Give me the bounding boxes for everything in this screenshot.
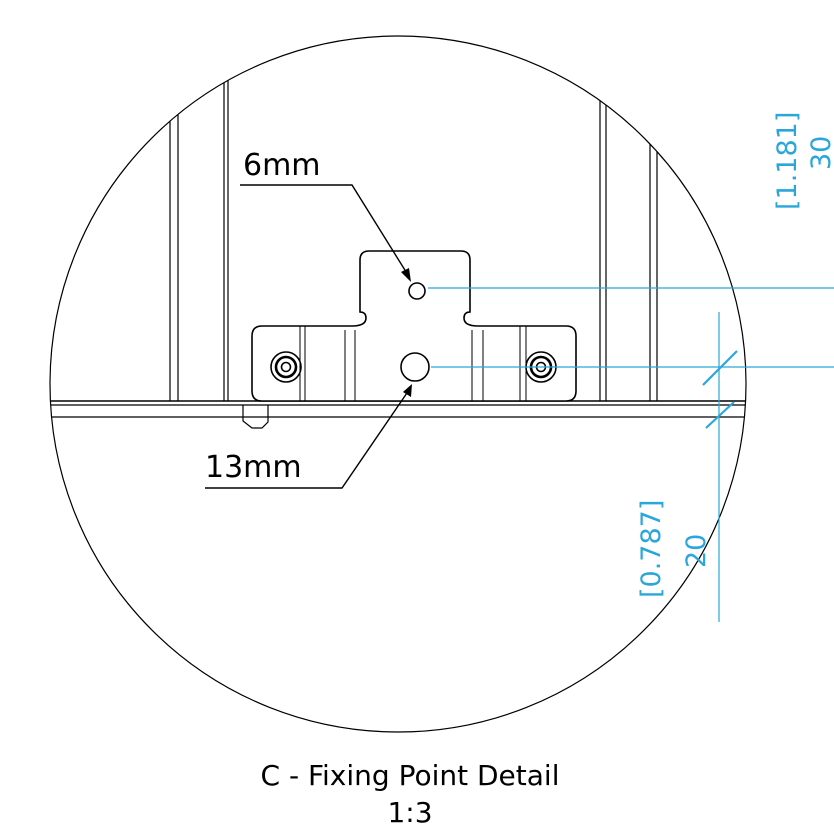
detail-title: C - Fixing Point Detail (261, 759, 560, 792)
large-hole (400, 352, 430, 382)
callout-13mm: 13mm (205, 450, 302, 485)
upper-dimension-imperial: [1.181] (772, 112, 803, 210)
leader-lines (205, 184, 412, 489)
leader-6mm (240, 184, 409, 276)
detail-circle (49, 35, 747, 733)
callout-6mm: 6mm (243, 148, 321, 183)
lower-dimension: [0.787] 20 (636, 500, 712, 598)
base-clip (242, 405, 269, 429)
lower-dimension-imperial: [0.787] (636, 500, 667, 598)
dimension-lines (428, 287, 834, 622)
small-hole (408, 282, 426, 300)
upper-dimension: [1.181] 30 (772, 112, 834, 210)
detail-scale: 1:3 (387, 796, 432, 829)
screw-left (270, 351, 302, 383)
upper-dimension-metric: 30 (806, 136, 834, 170)
leader-13mm (205, 389, 410, 489)
mounting-bracket (251, 250, 577, 402)
lower-dimension-metric: 20 (681, 534, 712, 568)
